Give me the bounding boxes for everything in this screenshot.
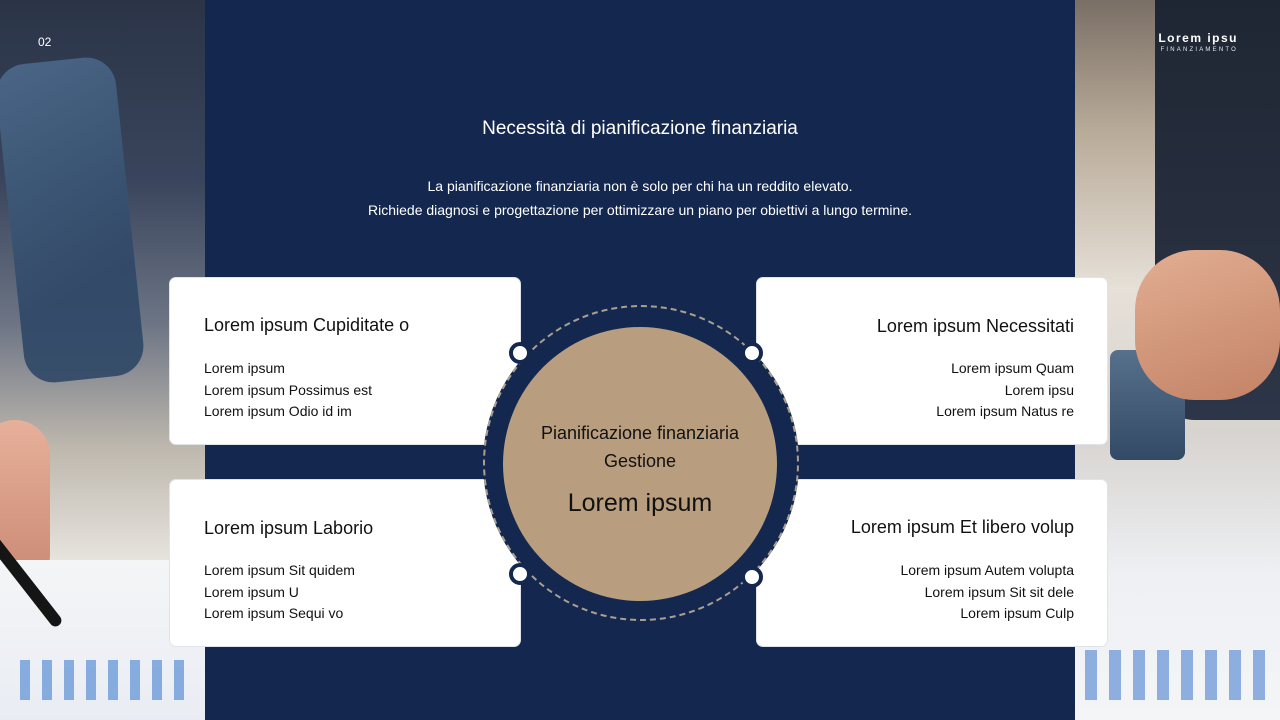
card-list: Lorem ipsum Sit quidem Lorem ipsum U Lor…	[204, 560, 355, 625]
list-item: Lorem ipsum	[204, 360, 285, 376]
card-title: Lorem ipsum Et libero volup	[850, 517, 1074, 537]
card-list: Lorem ipsum Autem volupta Lorem ipsum Si…	[900, 560, 1074, 625]
connector-dot	[509, 563, 531, 585]
card-title: Lorem ipsum Laborio	[204, 518, 374, 538]
list-item: Lorem ipsum Quam	[951, 360, 1074, 376]
page-number: 02	[38, 35, 52, 49]
brand-subtitle: FINANZIAMENTO	[1160, 47, 1238, 53]
card-top-left: Lorem ipsum Cupiditate o Lorem ipsum Lor…	[170, 278, 520, 444]
list-item: Lorem ipsum Sit sit dele	[924, 583, 1074, 600]
connector-dot	[741, 342, 763, 364]
description-line: Richiede diagnosi e progettazione per ot…	[368, 202, 912, 218]
card-list: Lorem ipsum Lorem ipsum Possimus est Lor…	[204, 358, 372, 423]
list-item: Lorem ipsum U	[204, 583, 299, 600]
list-item: Lorem ipsu	[1004, 381, 1074, 398]
center-big-label: Lorem ipsum	[567, 489, 713, 517]
center-disc: Pianificazione finanziaria Gestione Lore…	[503, 327, 777, 601]
slide-description: La pianificazione finanziaria non è solo…	[205, 174, 1075, 222]
connector-dot	[741, 566, 763, 588]
background-photo-right	[1075, 0, 1280, 720]
list-item: Lorem ipsum Autem volupta	[900, 562, 1074, 578]
list-item: Lorem ipsum Sit quidem	[204, 562, 355, 578]
brand-name: Lorem ipsu	[1158, 31, 1238, 45]
card-title: Lorem ipsum Necessitati	[876, 316, 1074, 336]
slide-title: Necessità di pianificazione finanziaria	[482, 118, 798, 139]
list-item: Lorem ipsum Sequi vo	[204, 605, 344, 621]
list-item: Lorem ipsum Possimus est	[204, 381, 373, 398]
list-item: Lorem ipsum Odio id im	[204, 403, 352, 419]
description-line: La pianificazione finanziaria non è solo…	[427, 178, 853, 194]
list-item: Lorem ipsum Natus re	[936, 403, 1074, 419]
card-bottom-right: Lorem ipsum Et libero volup Lorem ipsum …	[757, 480, 1107, 646]
brand-logo: Lorem ipsu FINANZIAMENTO	[1158, 31, 1238, 53]
center-heading: Pianificazione finanziaria Gestione	[503, 419, 777, 475]
center-line-1: Pianificazione finanziaria	[540, 423, 740, 443]
card-bottom-left: Lorem ipsum Laborio Lorem ipsum Sit quid…	[170, 480, 520, 646]
list-item: Lorem ipsum Culp	[960, 605, 1074, 621]
card-top-right: Lorem ipsum Necessitati Lorem ipsum Quam…	[757, 278, 1107, 444]
card-list: Lorem ipsum Quam Lorem ipsu Lorem ipsum …	[936, 358, 1074, 423]
card-title: Lorem ipsum Cupiditate o	[204, 315, 410, 335]
connector-dot	[509, 342, 531, 364]
dashed-outline	[483, 305, 799, 621]
center-line-2: Gestione	[603, 451, 677, 471]
